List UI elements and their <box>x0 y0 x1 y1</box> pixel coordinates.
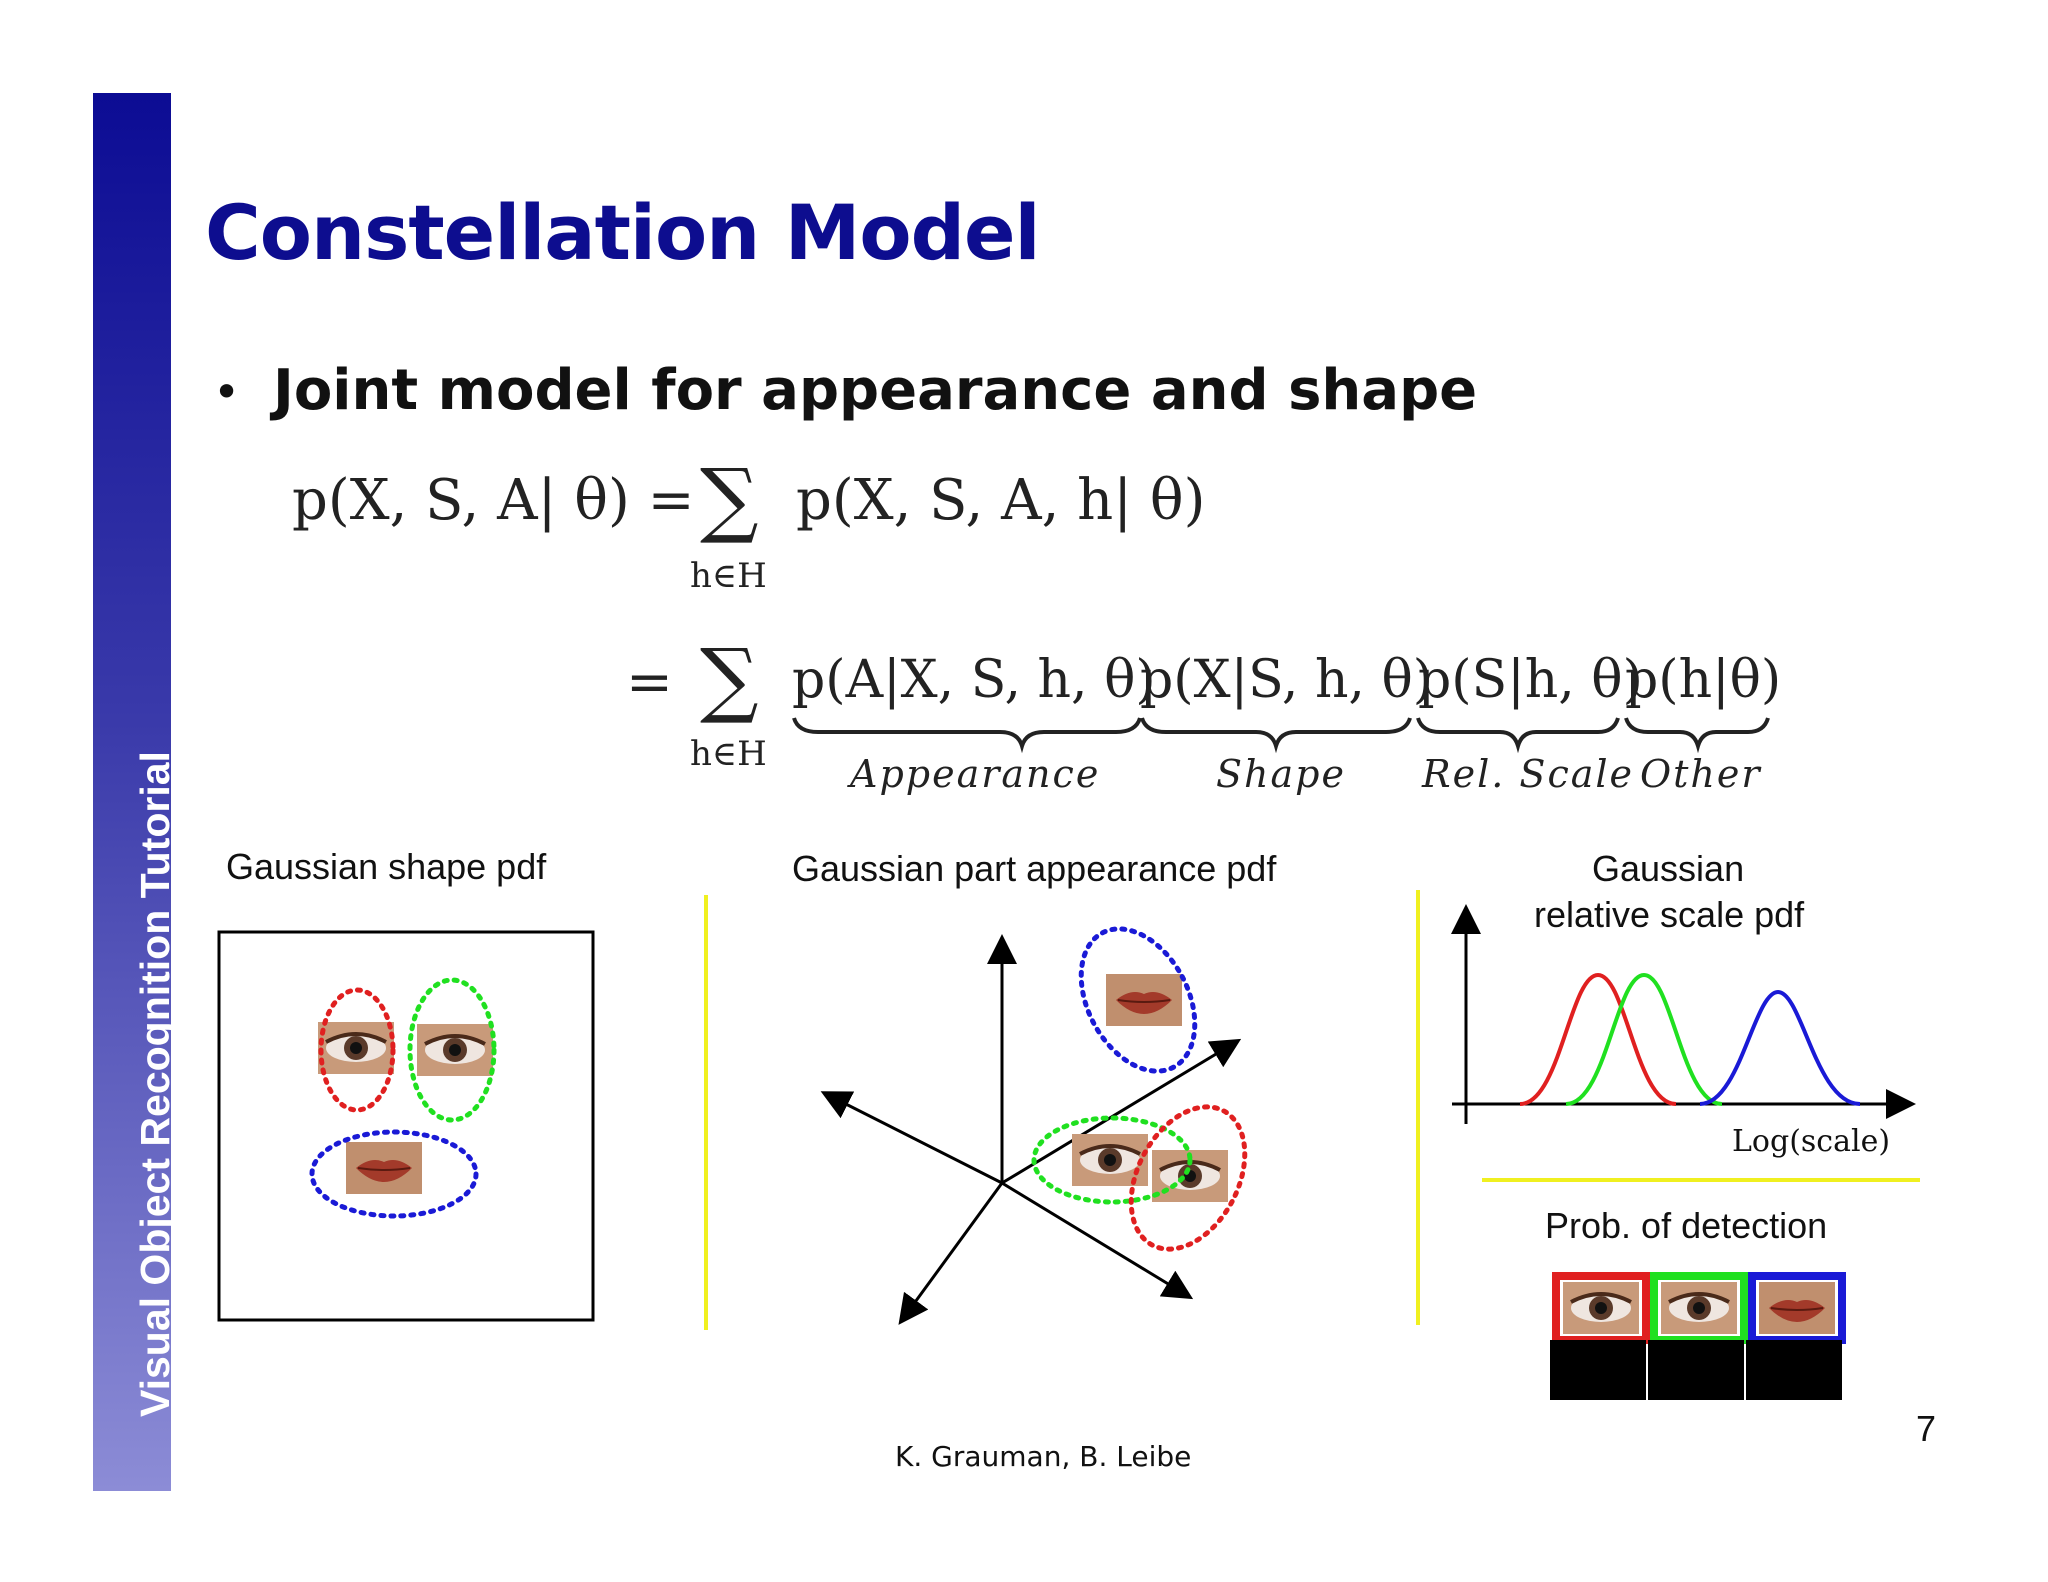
shape-pdf-label: Gaussian shape pdf <box>226 846 547 887</box>
sum-symbol-2: ∑ <box>700 632 759 727</box>
page-number: 7 <box>1916 1408 1937 1449</box>
detection-boxes <box>1550 1272 1846 1400</box>
scale-pdf-label-2: relative scale pdf <box>1534 894 1805 935</box>
underbrace-rel-scale <box>1416 717 1620 754</box>
underbrace-appearance <box>792 717 1142 754</box>
equation-rhs-1: p(X, S, A, h| θ) <box>796 468 1206 533</box>
bullet-marker: • <box>213 365 241 419</box>
bullet-text: Joint model for appearance and shape <box>273 358 1478 423</box>
underbrace-other <box>1624 717 1770 754</box>
right-eye-patch <box>415 1022 495 1078</box>
appearance-right-eye-ellipse <box>1128 1104 1248 1252</box>
label-shape: Shape <box>1216 752 1346 796</box>
appearance-mouth-patch <box>1105 973 1183 1027</box>
appearance-mouth-ellipse <box>1078 926 1198 1074</box>
label-rel-scale: Rel. Scale <box>1422 752 1635 796</box>
mouth-patch <box>345 1141 423 1195</box>
label-other: Other <box>1640 752 1762 796</box>
scale-axes <box>1451 904 1916 1124</box>
equation-lhs: p(X, S, A| θ) = <box>292 468 695 533</box>
term-appearance: p(A|X, S, h, θ) <box>792 650 1156 710</box>
slide-title: Constellation Model <box>205 188 1041 277</box>
scale-curve-green <box>1565 972 1723 1106</box>
term-rel-scale: p(S|h, θ) <box>1418 650 1643 710</box>
detection-label: Prob. of detection <box>1545 1205 1828 1246</box>
author-credit: K. Grauman, B. Leibe <box>895 1440 1192 1473</box>
term-shape: p(X|S, h, θ) <box>1140 650 1434 710</box>
appearance-axes <box>820 934 1242 1325</box>
left-eye-patch <box>316 1020 396 1076</box>
right-eye-ellipse <box>407 977 497 1123</box>
scale-curve-red <box>1519 972 1677 1106</box>
label-appearance: Appearance <box>850 752 1101 796</box>
appearance-pdf-label: Gaussian part appearance pdf <box>792 848 1277 889</box>
sum-index-2: h∈H <box>690 734 767 774</box>
sum-symbol-1: ∑ <box>700 452 759 547</box>
appearance-left-eye-ellipse <box>1031 1115 1193 1205</box>
equation-equals-2: = <box>626 650 673 715</box>
scale-pdf-label-1: Gaussian <box>1592 848 1745 889</box>
sum-index-1: h∈H <box>690 556 767 596</box>
sidebar-band <box>93 93 171 1491</box>
log-scale-axis-label: Log(scale) <box>1732 1124 1891 1159</box>
term-other: p(h|θ) <box>1625 650 1782 710</box>
underbrace-shape <box>1140 717 1412 754</box>
scale-curve-blue <box>1699 989 1861 1106</box>
left-eye-ellipse <box>318 987 396 1113</box>
mouth-ellipse <box>309 1129 479 1219</box>
shape-frame <box>217 930 595 1322</box>
appearance-left-eye-patch <box>1070 1132 1150 1188</box>
